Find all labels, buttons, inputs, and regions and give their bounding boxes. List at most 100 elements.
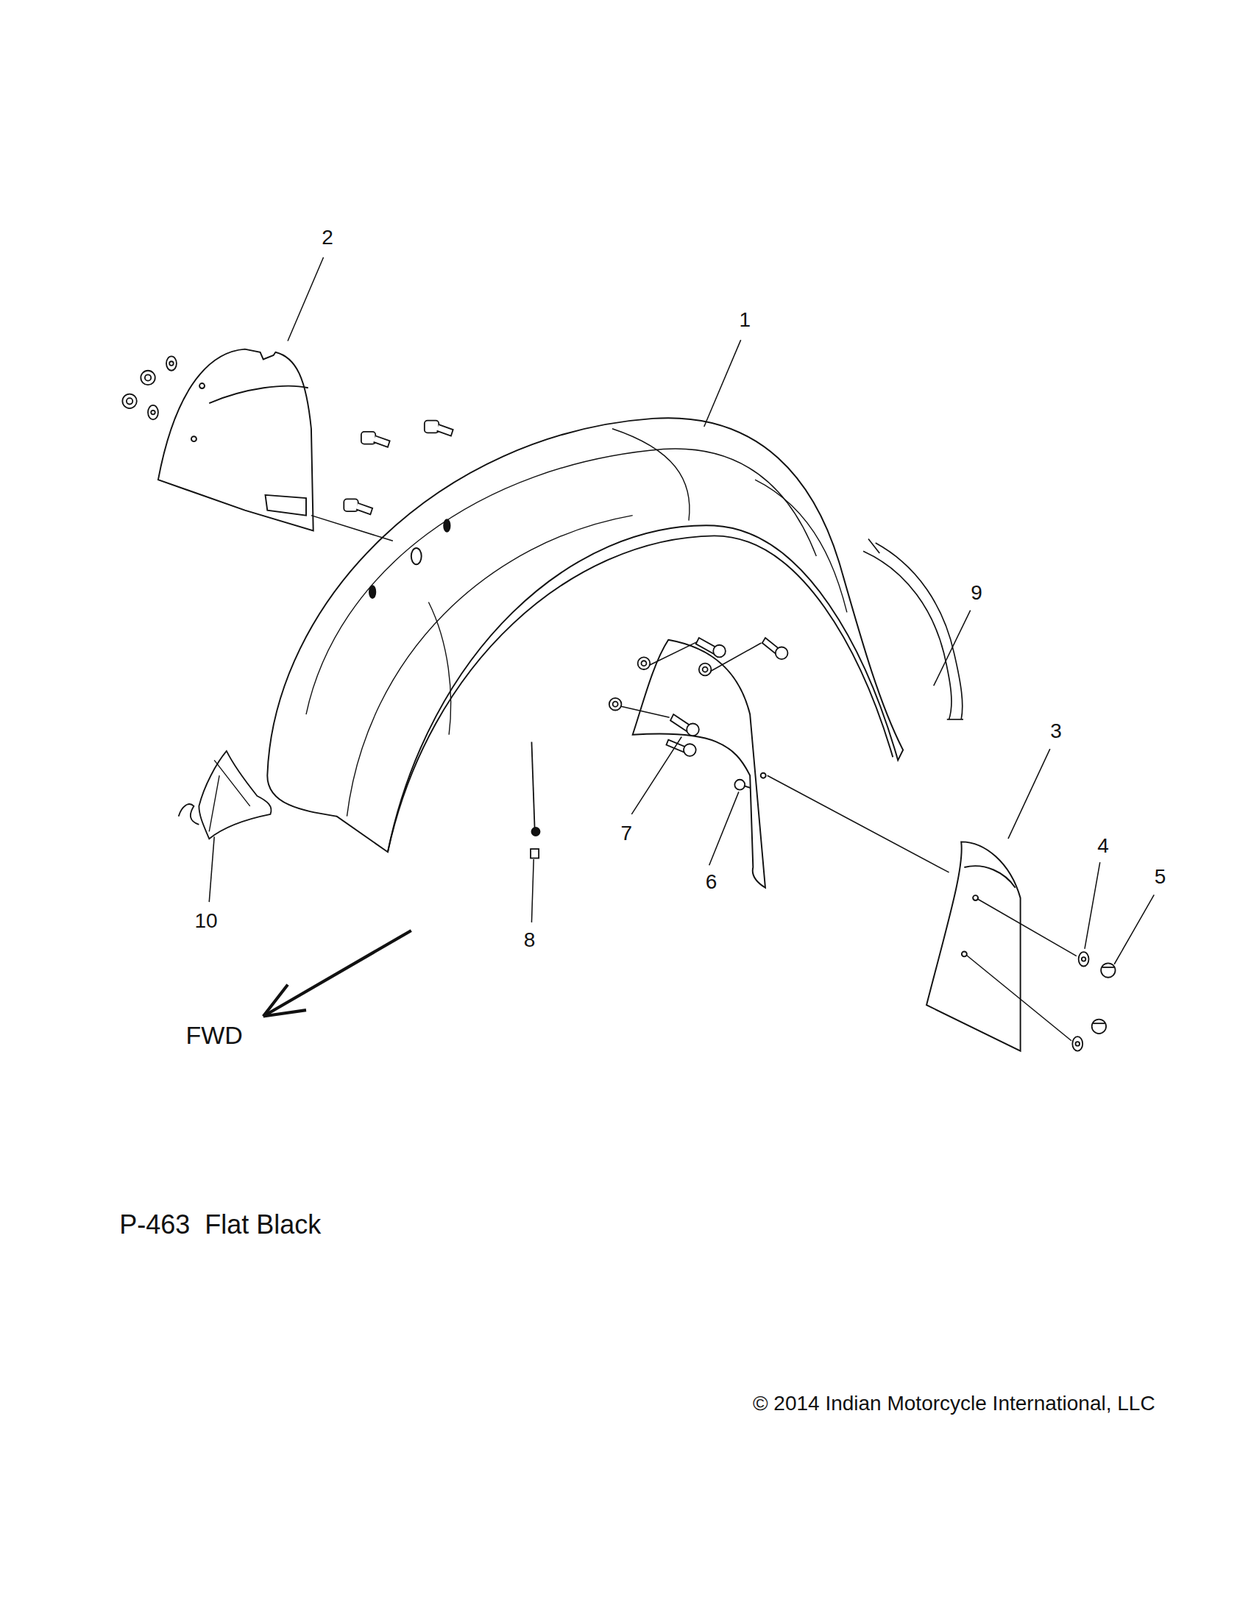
washer bbox=[169, 361, 174, 366]
nut bbox=[126, 398, 133, 404]
leader-lines bbox=[620, 706, 670, 718]
washer bbox=[1081, 957, 1087, 962]
washer bbox=[147, 405, 159, 420]
nut bbox=[609, 698, 622, 711]
leader-lines bbox=[208, 257, 1154, 1042]
nut bbox=[1102, 966, 1115, 969]
leader-lines bbox=[649, 642, 697, 666]
leader-lines bbox=[631, 737, 682, 815]
flap-hole bbox=[760, 773, 767, 779]
leader-lines bbox=[311, 515, 393, 542]
tip-10 bbox=[178, 804, 200, 825]
leader-lines bbox=[1084, 862, 1101, 950]
nut bbox=[122, 394, 137, 409]
leader-lines bbox=[977, 899, 1077, 957]
fender-outline bbox=[267, 417, 903, 853]
mount-hole bbox=[443, 519, 450, 533]
washer bbox=[147, 405, 159, 420]
bolt bbox=[436, 424, 453, 436]
nut bbox=[122, 394, 137, 409]
fender-contour bbox=[306, 448, 817, 715]
nut bbox=[699, 663, 712, 677]
cover-outline bbox=[158, 349, 314, 532]
washer bbox=[1075, 1042, 1081, 1047]
fwd-arrow bbox=[263, 930, 412, 1017]
side-cover-2 bbox=[158, 349, 314, 532]
rear-fender bbox=[267, 417, 903, 853]
fender-contour bbox=[346, 515, 633, 817]
tip-10 bbox=[178, 751, 272, 839]
nut bbox=[638, 657, 651, 670]
color-note: P-463 Flat Black bbox=[119, 1211, 321, 1239]
leader-lines bbox=[531, 859, 534, 923]
cover-hole bbox=[972, 895, 978, 901]
bolt bbox=[686, 724, 700, 737]
trim-strip-9 bbox=[875, 543, 963, 720]
callout-number: 3 bbox=[1050, 721, 1062, 742]
nut bbox=[1092, 1019, 1107, 1034]
leader-lines bbox=[710, 643, 761, 672]
leader-lines bbox=[704, 339, 742, 427]
cable-tie bbox=[531, 827, 540, 836]
washer bbox=[1078, 952, 1090, 967]
stud bbox=[743, 785, 750, 789]
leader-lines bbox=[966, 955, 1072, 1041]
nut bbox=[1092, 1019, 1107, 1034]
nut bbox=[638, 657, 651, 670]
mount-hole bbox=[411, 548, 422, 565]
callout-number: 8 bbox=[523, 930, 536, 951]
bolt bbox=[343, 498, 358, 512]
nut bbox=[1100, 963, 1115, 978]
nut bbox=[609, 698, 622, 711]
washer bbox=[150, 410, 156, 416]
tip-10 bbox=[198, 751, 271, 839]
trim-strip-9 bbox=[863, 539, 964, 720]
cover-hole bbox=[191, 436, 197, 442]
bolt bbox=[762, 638, 789, 660]
callout-number: 5 bbox=[1154, 866, 1167, 888]
callout-number: 7 bbox=[621, 823, 633, 845]
trim-strip-9 bbox=[868, 539, 880, 554]
copyright-note: © 2014 Indian Motorcycle International, … bbox=[752, 1393, 1156, 1415]
nut bbox=[1100, 963, 1115, 978]
fwd-arrow bbox=[263, 930, 412, 1017]
bolt bbox=[373, 435, 391, 447]
bolt bbox=[424, 420, 454, 437]
callout-number: 2 bbox=[321, 227, 334, 248]
bolt bbox=[424, 420, 439, 434]
stud bbox=[734, 780, 750, 791]
cover-outline bbox=[926, 841, 1021, 1051]
bolt bbox=[343, 498, 373, 515]
leader-lines bbox=[709, 791, 739, 866]
leader-lines bbox=[933, 610, 971, 687]
trim-strip-9 bbox=[947, 718, 964, 721]
fwd-arrow bbox=[263, 984, 307, 1017]
bolt bbox=[775, 647, 789, 661]
leader-lines bbox=[208, 836, 215, 903]
mount-hole bbox=[369, 585, 376, 599]
inner-flap bbox=[632, 640, 767, 889]
washer bbox=[166, 356, 177, 371]
washer bbox=[166, 356, 177, 371]
nut bbox=[699, 663, 712, 677]
flap-outline bbox=[632, 640, 766, 889]
bolt bbox=[670, 714, 700, 736]
side-cover-3 bbox=[926, 841, 1021, 1051]
tip-10 bbox=[208, 760, 250, 832]
nut bbox=[140, 370, 155, 385]
leader-lines bbox=[1114, 894, 1154, 965]
leader-lines bbox=[1008, 749, 1051, 839]
bolt bbox=[713, 645, 726, 658]
nut bbox=[702, 667, 708, 673]
cable-tie bbox=[531, 741, 535, 829]
callout-number: 10 bbox=[195, 911, 218, 932]
leader-lines bbox=[767, 775, 950, 873]
cover-bracket bbox=[265, 495, 307, 516]
callout-number: 4 bbox=[1097, 835, 1109, 857]
trim-strip-9 bbox=[863, 551, 952, 720]
cover-contour bbox=[964, 866, 1015, 889]
bolt bbox=[356, 503, 373, 515]
nut bbox=[144, 374, 151, 381]
